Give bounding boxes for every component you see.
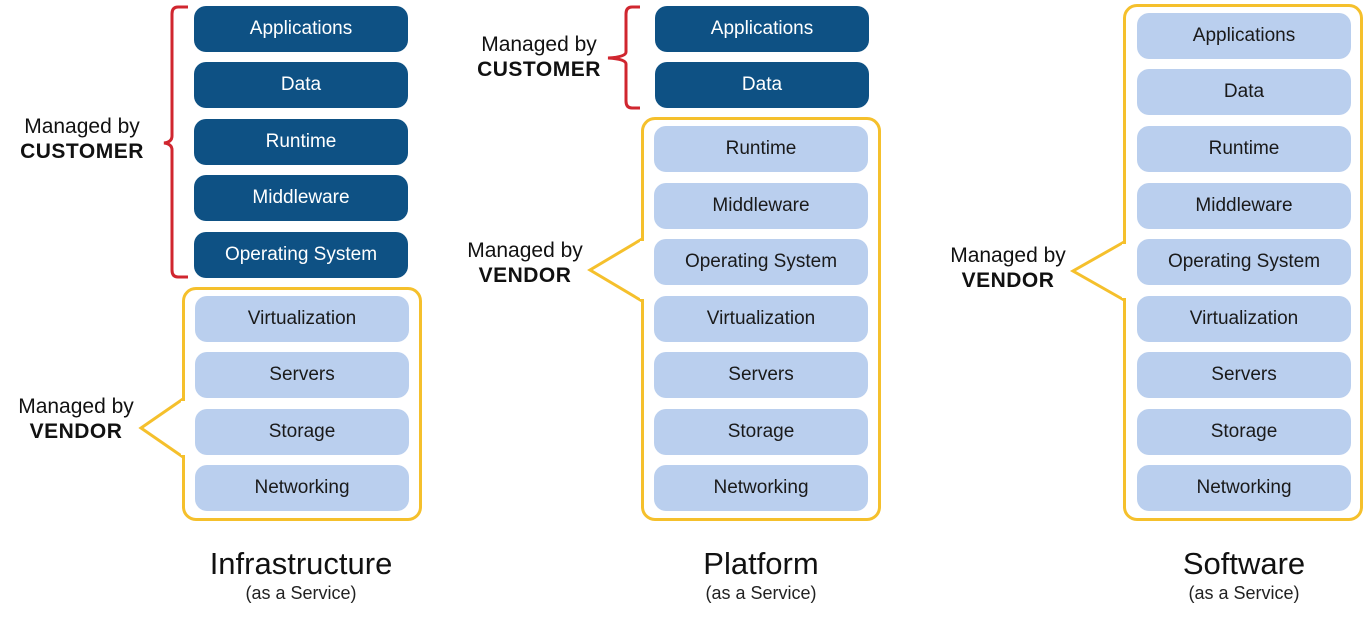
paas-layer-virtualization: Virtualization (654, 296, 868, 342)
iaas-vendor-pointer (138, 397, 184, 459)
iaas-customer-bracket (163, 5, 188, 279)
iaas-vendor-label-line2: VENDOR (29, 420, 123, 443)
saas-vendor-label-line2: VENDOR (961, 269, 1055, 292)
iaas-layer-virtualization: Virtualization (195, 296, 409, 342)
saas-title-main: Software (1182, 546, 1306, 581)
paas-customer-label-line2: CUSTOMER (477, 58, 601, 81)
saas-layer-middleware: Middleware (1137, 183, 1351, 229)
saas-layer-virtualization: Virtualization (1137, 296, 1351, 342)
iaas-layer-operating-system: Operating System (194, 232, 408, 278)
paas-vendor-pointer (587, 237, 643, 303)
iaas-layer-servers: Servers (195, 352, 409, 398)
iaas-customer-label: Managed by CUSTOMER (14, 114, 150, 164)
saas-title-sub: (as a Service) (1188, 583, 1300, 603)
paas-layer-applications: Applications (655, 6, 869, 52)
saas-layer-storage: Storage (1137, 409, 1351, 455)
paas-title-sub: (as a Service) (705, 583, 817, 603)
iaas-title-sub: (as a Service) (245, 583, 357, 603)
saas-title: Software (as a Service) (1094, 546, 1363, 604)
paas-vendor-box (641, 117, 881, 521)
paas-customer-bracket (607, 5, 640, 110)
paas-customer-label: Managed by CUSTOMER (471, 32, 607, 82)
saas-layer-networking: Networking (1137, 465, 1351, 511)
saas-layer-data: Data (1137, 69, 1351, 115)
iaas-title: Infrastructure (as a Service) (151, 546, 451, 604)
iaas-customer-label-line1: Managed by (24, 115, 140, 138)
paas-layer-middleware: Middleware (654, 183, 868, 229)
saas-layer-runtime: Runtime (1137, 126, 1351, 172)
paas-layer-runtime: Runtime (654, 126, 868, 172)
saas-vendor-label: Managed by VENDOR (940, 243, 1076, 293)
saas-layer-operating-system: Operating System (1137, 239, 1351, 285)
saas-layer-applications: Applications (1137, 13, 1351, 59)
iaas-customer-label-line2: CUSTOMER (20, 140, 144, 163)
saas-layer-servers: Servers (1137, 352, 1351, 398)
paas-layer-servers: Servers (654, 352, 868, 398)
paas-title: Platform (as a Service) (611, 546, 911, 604)
iaas-layer-storage: Storage (195, 409, 409, 455)
paas-layer-networking: Networking (654, 465, 868, 511)
iaas-layer-networking: Networking (195, 465, 409, 511)
paas-vendor-label-line1: Managed by (467, 239, 583, 262)
paas-customer-label-line1: Managed by (481, 33, 597, 56)
saas-vendor-pointer (1069, 240, 1125, 302)
paas-vendor-label: Managed by VENDOR (457, 238, 593, 288)
paas-title-main: Platform (703, 546, 819, 581)
iaas-layer-data: Data (194, 62, 408, 108)
paas-layer-storage: Storage (654, 409, 868, 455)
paas-vendor-label-line2: VENDOR (478, 264, 572, 287)
saas-vendor-label-line1: Managed by (950, 244, 1066, 267)
iaas-vendor-label-line1: Managed by (18, 395, 134, 418)
iaas-layer-applications: Applications (194, 6, 408, 52)
iaas-vendor-label: Managed by VENDOR (8, 394, 144, 444)
iaas-layer-runtime: Runtime (194, 119, 408, 165)
paas-layer-operating-system: Operating System (654, 239, 868, 285)
paas-layer-data: Data (655, 62, 869, 108)
iaas-title-main: Infrastructure (209, 546, 393, 581)
iaas-layer-middleware: Middleware (194, 175, 408, 221)
